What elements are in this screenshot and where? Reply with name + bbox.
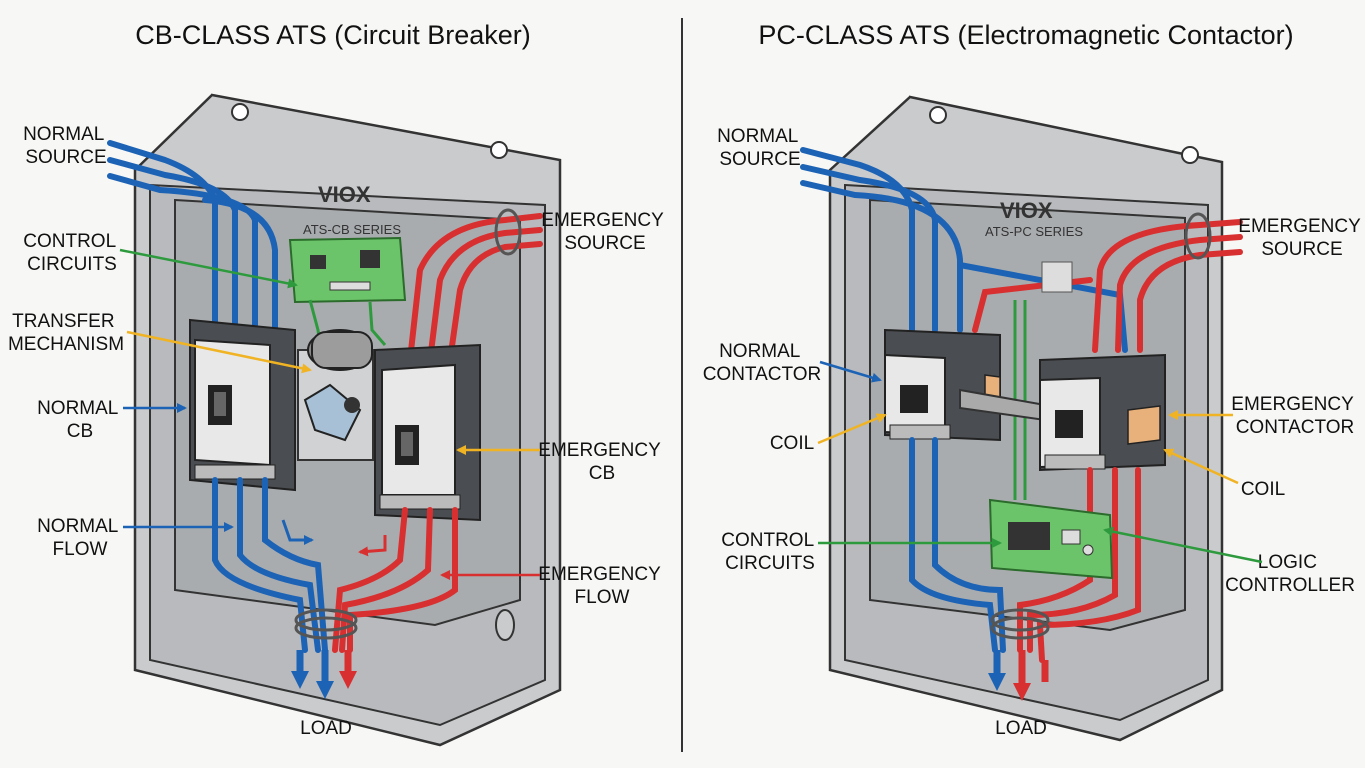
- left-transfer-mechanism: [297, 329, 374, 461]
- mount-hole-icon: [929, 106, 947, 124]
- leader-coil-right: [1163, 448, 1239, 485]
- right-label-normal-contactor: NORMAL CONTACTOR: [703, 341, 822, 385]
- left-label-normal-source: NORMAL SOURCE: [23, 124, 109, 168]
- right-label-coil-left: COIL: [770, 433, 814, 454]
- left-normal-source-wires: [107, 140, 278, 333]
- left-label-emergency-source: EMERGENCY SOURCE: [541, 210, 668, 254]
- right-series: ATS-PC SERIES: [985, 224, 1083, 239]
- leader-transfer-mechanism: [126, 330, 312, 374]
- left-load-label: LOAD: [300, 718, 352, 739]
- left-emergency-cb: [374, 343, 481, 522]
- mount-hole-icon: [490, 141, 508, 159]
- left-brand: VIOX: [318, 182, 371, 207]
- right-load-label: LOAD: [995, 718, 1047, 739]
- mount-hole-icon: [231, 103, 249, 121]
- left-control-pcb: [288, 236, 407, 346]
- leader-control-circuits: [119, 248, 298, 289]
- left-output-wires: [212, 477, 458, 653]
- left-series: ATS-CB SERIES: [303, 222, 401, 237]
- left-panel: CB-CLASS ATS (Circuit Breaker) VIOX ATS-…: [8, 20, 668, 747]
- left-label-transfer-mechanism: TRANSFER MECHANISM: [8, 311, 124, 355]
- leader-logic-controller: [1103, 526, 1263, 564]
- left-label-emergency-cb: EMERGENCY CB: [538, 440, 665, 484]
- right-emergency-contactor: [1039, 353, 1166, 472]
- right-panel-title: PC-CLASS ATS (Electromagnetic Contactor): [758, 20, 1293, 50]
- right-normal-contactor: [884, 328, 1001, 442]
- left-load-arrows: [291, 650, 357, 699]
- right-label-emergency-contactor: EMERGENCY CONTACTOR: [1231, 394, 1358, 438]
- right-panel: PC-CLASS ATS (Electromagnetic Contactor)…: [703, 20, 1365, 742]
- right-brand: VIOX: [1000, 198, 1053, 223]
- right-label-control-circuits: CONTROL CIRCUITS: [721, 530, 818, 574]
- right-label-normal-source: NORMAL SOURCE: [717, 126, 803, 170]
- knockout-icon: [495, 609, 515, 641]
- right-label-coil-right: COIL: [1241, 479, 1285, 500]
- leader-coil-left: [817, 413, 887, 445]
- mount-hole-icon: [1181, 146, 1199, 164]
- left-label-normal-cb: NORMAL CB: [37, 398, 123, 442]
- right-control-pcb: [988, 498, 1114, 580]
- left-label-emergency-flow: EMERGENCY FLOW: [538, 564, 665, 608]
- left-normal-cb: [189, 318, 296, 492]
- left-label-control-circuits: CONTROL CIRCUITS: [23, 231, 120, 275]
- left-panel-title: CB-CLASS ATS (Circuit Breaker): [135, 20, 531, 50]
- right-output-wires: [909, 437, 1141, 663]
- right-label-logic-controller: LOGIC CONTROLLER: [1225, 552, 1355, 596]
- leader-normal-contactor: [819, 360, 882, 383]
- right-load-arrows: [988, 650, 1049, 701]
- right-label-emergency-source: EMERGENCY SOURCE: [1238, 216, 1365, 260]
- left-emergency-source-wires: [407, 208, 543, 363]
- left-label-normal-flow: NORMAL FLOW: [37, 516, 123, 560]
- right-normal-source-wires: [800, 147, 1128, 353]
